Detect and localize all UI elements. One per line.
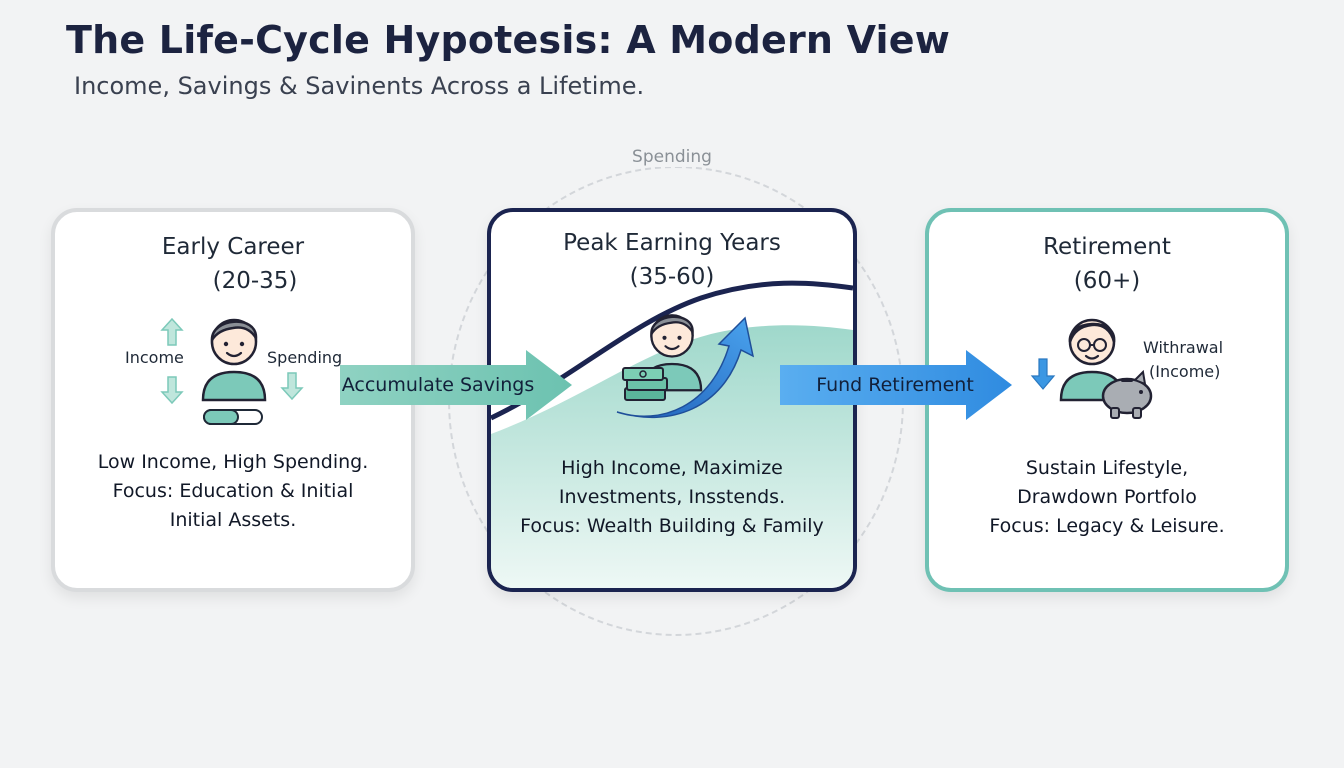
stage-description: High Income, Maximize Investments, Insst…	[491, 454, 853, 541]
description-line: Focus: Legacy & Leisure.	[989, 515, 1225, 537]
fund-retirement-label: Fund Retirement	[816, 374, 974, 396]
stage-heading: Retirement	[1043, 234, 1171, 260]
page-title: The Life-Cycle Hypotesis: A Modern View	[66, 18, 951, 62]
stage-heading: Peak Earning Years	[563, 230, 781, 256]
page-subtitle: Income, Savings & Savinents Across a Lif…	[74, 72, 645, 100]
description-line: Focus: Wealth Building & Family	[520, 515, 824, 537]
person-icon	[201, 318, 267, 402]
down-arrow-icon	[280, 372, 304, 401]
stage-heading: Early Career	[161, 234, 305, 260]
description-line: Low Income, High Spending.	[97, 451, 369, 473]
spending-label: Spending	[267, 348, 343, 367]
up-arrow-icon	[160, 317, 184, 346]
down-arrow-icon	[160, 376, 184, 405]
down-arrow-icon	[1030, 358, 1056, 390]
income-label: Income	[125, 348, 184, 367]
elderly-person-icon	[1059, 318, 1125, 402]
stage-card-retirement: Retirement (60+) Withrawal (Income) Sust…	[925, 208, 1289, 592]
withdrawal-label: Withrawal	[1143, 338, 1224, 357]
orbit-label: Spending	[628, 147, 716, 167]
stage-age: (20-35)	[212, 268, 298, 294]
withdrawal-income-label: (Income)	[1149, 362, 1221, 381]
stage-age: (60+)	[1073, 268, 1141, 294]
accumulate-savings-arrow	[340, 350, 572, 420]
fund-retirement-arrow	[780, 350, 1012, 420]
growth-arrow-icon	[616, 316, 755, 419]
piggy-bank-icon	[1101, 369, 1153, 419]
stage-card-peak-earning: Peak Earning Years (35-60) High Income, …	[487, 208, 857, 592]
cash-stack-icon	[622, 367, 668, 401]
stage-age: (35-60)	[629, 264, 715, 290]
progress-bar-icon	[203, 409, 263, 425]
description-line: Focus: Education & Initial	[112, 480, 354, 502]
stage-description: Sustain Lifestyle, Drawdown Portfolo Foc…	[929, 454, 1285, 541]
description-line: Sustain Lifestyle,	[1025, 457, 1189, 479]
accumulate-savings-label: Accumulate Savings	[341, 374, 535, 396]
description-line: High Income, Maximize	[561, 457, 783, 479]
description-line: Investments, Insstends.	[558, 486, 786, 508]
description-line: Drawdown Portfolo	[1017, 486, 1197, 508]
stage-description: Low Income, High Spending. Focus: Educat…	[55, 448, 411, 535]
description-line: Initial Assets.	[169, 509, 297, 531]
